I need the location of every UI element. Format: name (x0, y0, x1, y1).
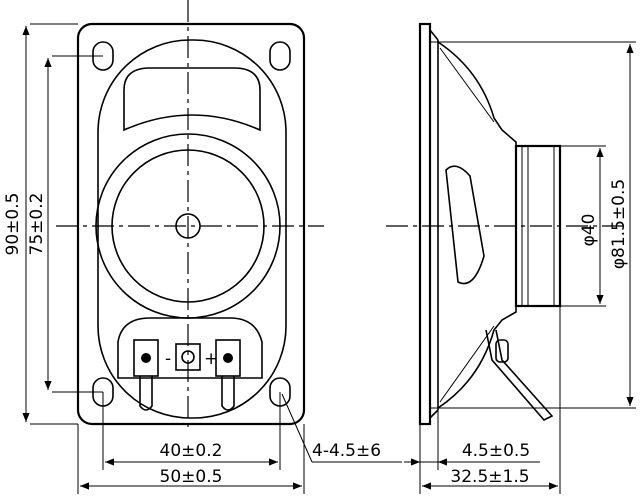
basket-side (437, 41, 517, 409)
front-view: - + 90±0.5 75±0.2 40±0.2 50±0.5 4-4.5±6 (3, 0, 402, 494)
side-view: φ40 φ81.5±0.5 4.5±0.5 32.5±1.5 (386, 22, 636, 494)
terminal-minus (133, 339, 159, 377)
dim-magnet-dia: φ40 (579, 214, 599, 247)
terminal-block (117, 317, 263, 379)
dim-height-total: 90±0.5 (3, 193, 23, 256)
dim-height-holes: 75±0.2 (27, 193, 47, 256)
dim-width-total: 50±0.5 (160, 467, 223, 487)
solder-tab-right (221, 376, 235, 411)
terminal-minus-dot (141, 353, 151, 363)
magnet (514, 144, 562, 308)
basket-window (445, 165, 485, 285)
terminal-plus-sign: + (204, 349, 218, 369)
terminal-plus-dot (223, 353, 233, 363)
frame-outline (76, 22, 306, 426)
solder-tab-left (139, 376, 153, 411)
basket-outline (97, 39, 287, 419)
terminal-plus (215, 339, 241, 377)
dim-cone-dia: φ81.5±0.5 (609, 179, 629, 269)
frame-flange (418, 22, 432, 426)
top-window (123, 67, 261, 132)
dim-depth-total: 32.5±1.5 (450, 467, 529, 487)
terminal-minus-sign: - (165, 349, 171, 369)
terminal-wire (485, 329, 554, 421)
hole-leader (281, 393, 313, 463)
dim-holes: 4-4.5±6 (312, 441, 381, 461)
dim-width-holes: 40±0.2 (160, 441, 223, 461)
dim-frame-thickness: 4.5±0.5 (462, 441, 530, 461)
